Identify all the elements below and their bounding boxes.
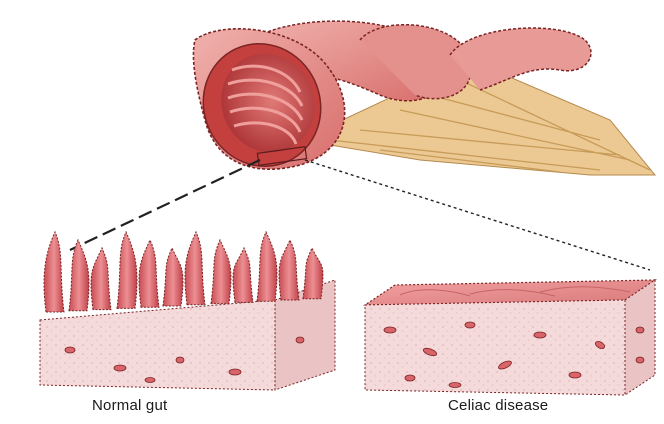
villi [44,232,323,312]
intestine-illustration [183,21,655,186]
villus [163,248,183,306]
zoom-guide-lines [70,160,650,270]
villus [211,240,231,304]
villus [233,248,253,302]
villus [117,232,137,308]
villus [279,240,299,300]
villus [139,240,159,307]
caption-celiac-disease: Celiac disease [448,397,548,414]
villus [91,248,111,310]
caption-normal-gut: Normal gut [92,397,167,414]
villus [257,232,277,301]
villus [185,232,205,305]
celiac-gut-block [365,280,655,395]
villus [69,240,89,311]
villus [44,232,64,312]
villus [303,248,323,299]
normal-gut-block [40,232,335,390]
